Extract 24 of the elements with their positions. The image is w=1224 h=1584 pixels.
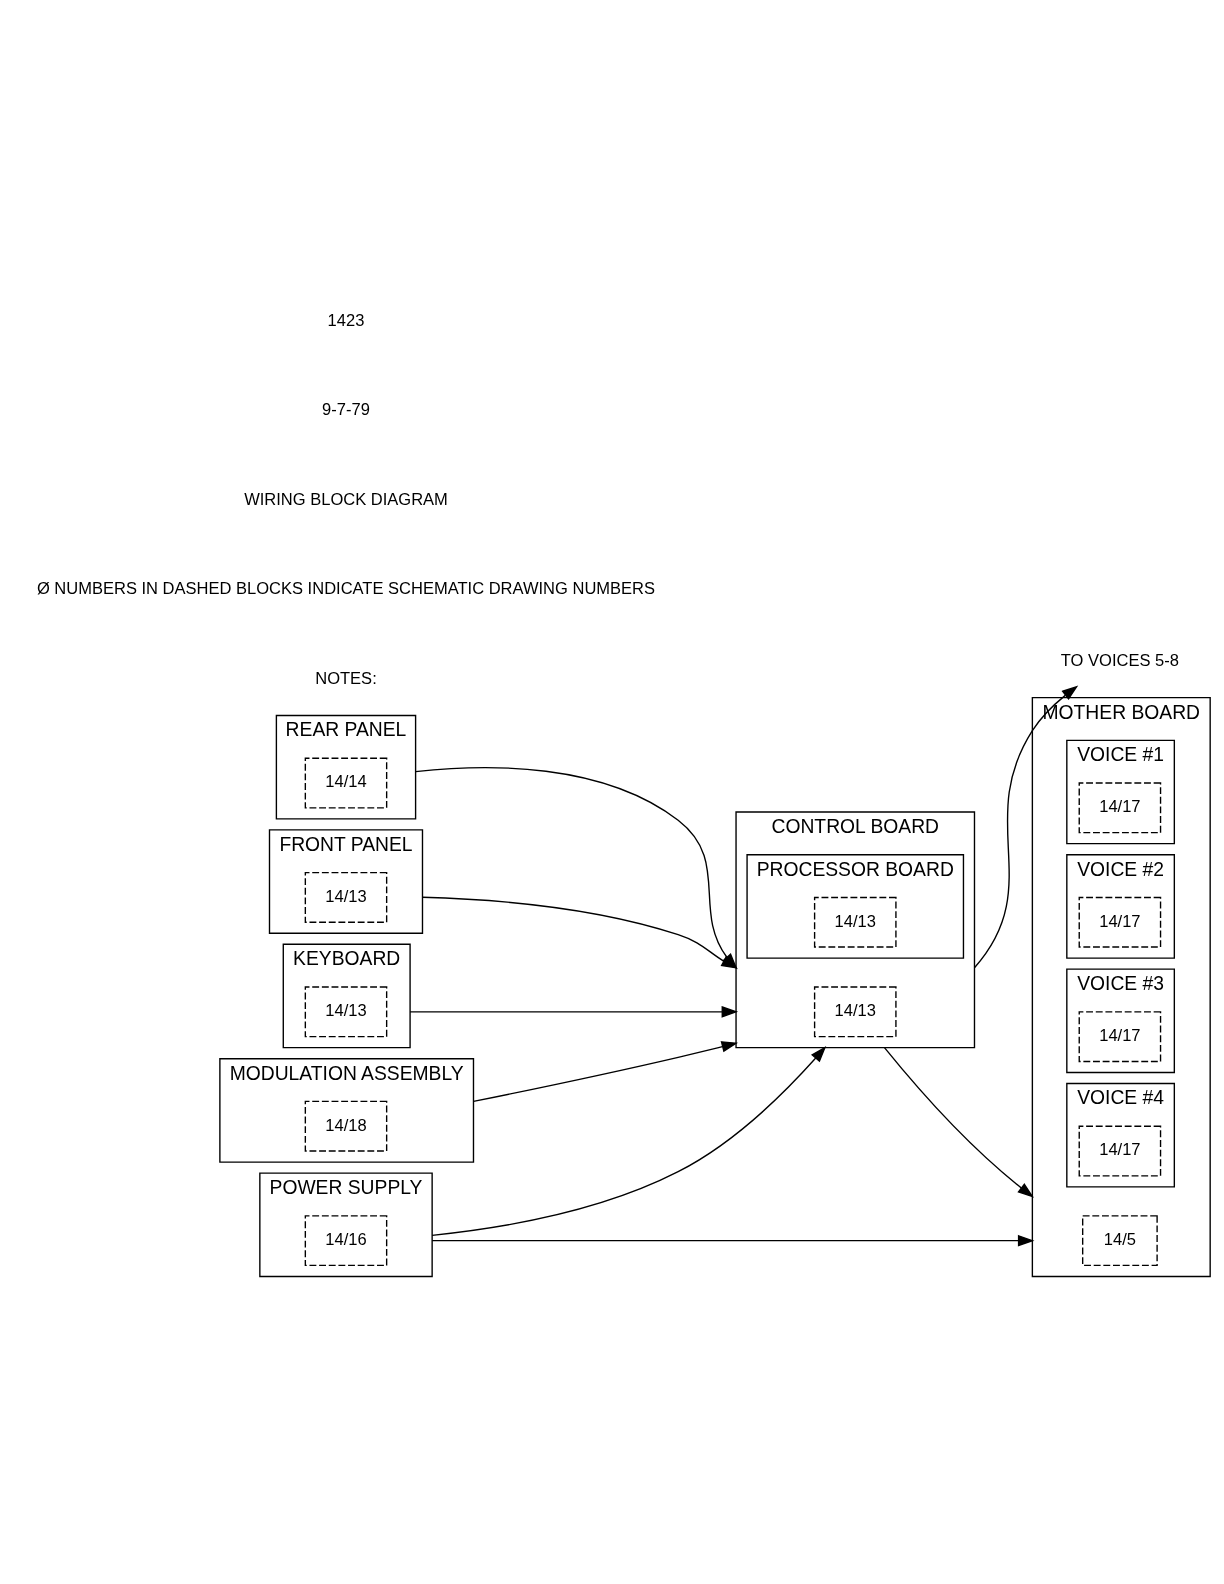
node-box: 14/17 (1078, 1011, 1162, 1063)
node-box: 14/17 (1078, 782, 1162, 834)
arrow (472, 1041, 739, 1103)
node-box: 14/13 (304, 871, 388, 923)
label: NOTES: (315, 668, 377, 688)
label: 1423 (327, 310, 365, 330)
node-box: 14/16 (304, 1215, 388, 1267)
label: Ø NUMBERS IN DASHED BLOCKS INDICATE SCHEMATIC DRAWING NUMBERS (36, 579, 656, 599)
arrow (431, 1046, 827, 1236)
node-box: 14/14 (304, 757, 388, 809)
node-box: 14/17 (1078, 1125, 1162, 1177)
arrow (431, 1234, 1035, 1247)
arrow (973, 685, 1079, 969)
node-box: 14/17 (1078, 896, 1162, 948)
node-box: 14/5 (1082, 1215, 1158, 1267)
arrow (409, 1006, 739, 1018)
node-box: 14/18 (304, 1100, 388, 1152)
node-box: 14/13 (813, 986, 897, 1038)
node-box: 14/13 (813, 896, 897, 948)
arrow (883, 1047, 1035, 1198)
label: 9-7-79 (322, 400, 370, 420)
node-box: 14/13 (304, 986, 388, 1038)
node-text: TO VOICES 5-8 (1060, 651, 1179, 671)
label: WIRING BLOCK DIAGRAM (244, 489, 448, 509)
